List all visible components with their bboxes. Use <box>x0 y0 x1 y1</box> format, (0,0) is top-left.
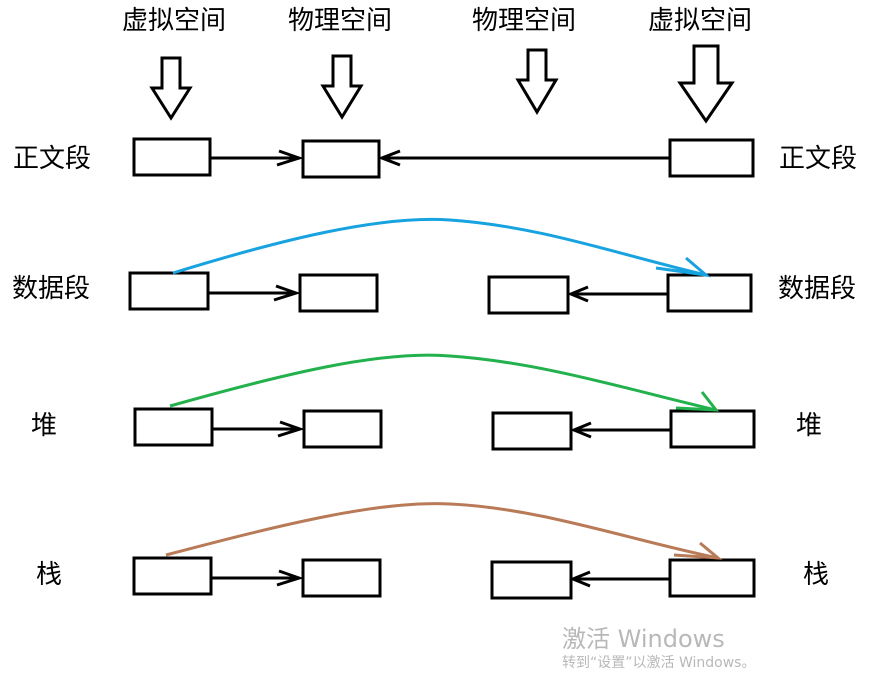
curve-arrow-stack <box>165 502 723 560</box>
header-virtual-space-right: 虚拟空间 <box>648 6 753 36</box>
row-label-stack-left: 栈 <box>36 560 63 590</box>
row-label-stack-right: 栈 <box>803 560 830 590</box>
header-physical-space-right: 物理空间 <box>472 6 577 36</box>
physical-box-data-left <box>298 273 379 313</box>
row-label-data-left: 数据段 <box>12 274 91 304</box>
virtual-box-data-left <box>128 271 210 311</box>
down-arrow-icon <box>149 56 193 121</box>
arrow-text-right <box>377 149 670 167</box>
virtual-box-stack-right <box>668 558 756 598</box>
row-label-text-left: 正文段 <box>13 144 92 174</box>
virtual-box-heap-left <box>133 407 214 447</box>
curve-arrow-heap <box>169 353 720 412</box>
virtual-box-data-right <box>666 273 753 313</box>
curve-arrow-data <box>172 217 711 278</box>
virtual-box-heap-right <box>669 409 756 449</box>
activation-watermark-subtitle: 转到“设置”以激活 Windows。 <box>562 655 756 671</box>
physical-box-stack-right <box>490 560 573 600</box>
physical-box-data-right <box>487 275 570 315</box>
virtual-box-stack-left <box>132 556 213 596</box>
row-label-data-right: 数据段 <box>778 274 857 304</box>
arrow-data-left <box>208 284 301 302</box>
virtual-box-text-left <box>132 137 212 177</box>
header-physical-space-left: 物理空间 <box>288 6 393 36</box>
down-arrow-icon <box>515 48 559 115</box>
arrow-text-left <box>210 149 304 167</box>
arrow-heap-right <box>570 421 671 439</box>
physical-box-stack-left <box>301 558 382 598</box>
header-virtual-space-left: 虚拟空间 <box>122 6 227 36</box>
activation-watermark-title: 激活 Windows <box>562 625 725 653</box>
virtual-box-text-right <box>668 138 755 178</box>
arrow-stack-left <box>211 569 304 587</box>
row-label-heap-left: 堆 <box>31 411 58 441</box>
arrow-heap-left <box>212 420 305 438</box>
physical-box-heap-right <box>491 411 573 451</box>
physical-box-heap-left <box>302 409 383 449</box>
down-arrow-icon <box>320 54 364 120</box>
row-label-heap-right: 堆 <box>796 411 823 441</box>
physical-box-text-shared <box>301 139 381 179</box>
arrow-data-right <box>567 285 668 303</box>
down-arrow-icon <box>677 44 735 124</box>
arrow-stack-right <box>569 570 670 588</box>
row-label-text-right: 正文段 <box>779 144 858 174</box>
